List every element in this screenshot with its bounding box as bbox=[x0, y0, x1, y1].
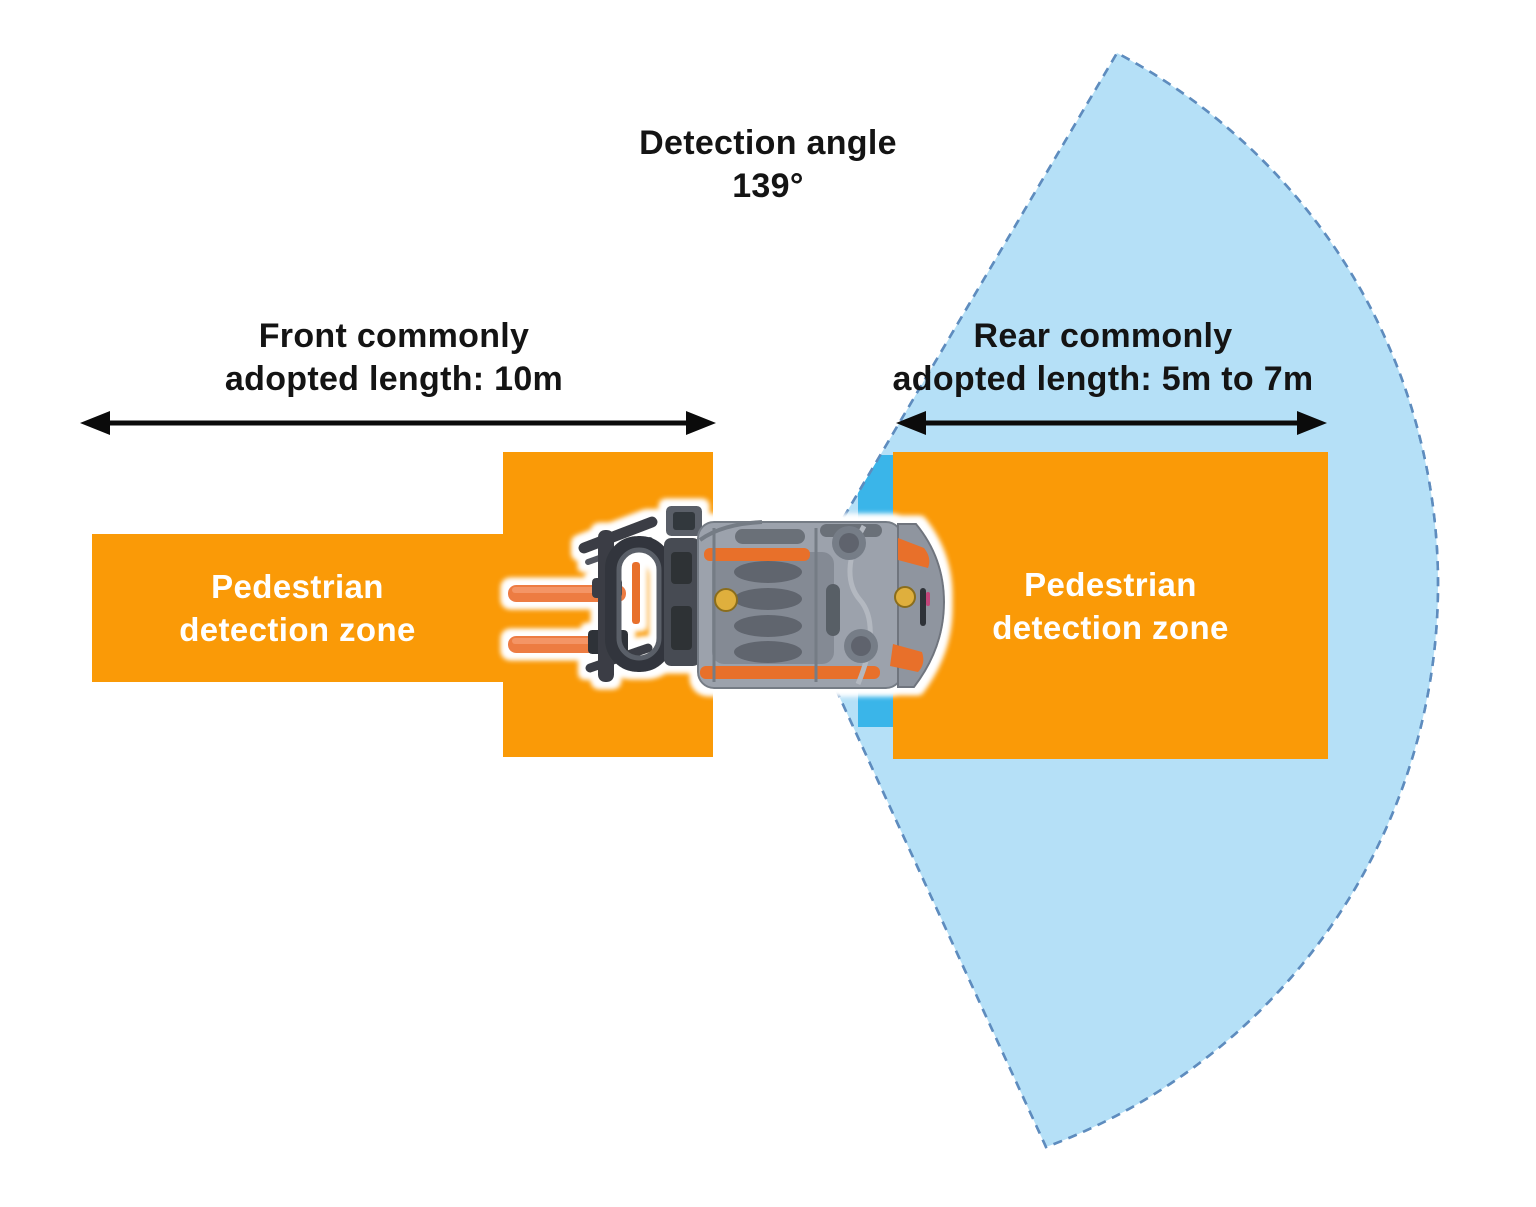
left-pedestrian-zone-rect bbox=[92, 534, 503, 682]
arrowhead-right-icon bbox=[1297, 411, 1327, 435]
detection-angle-label: Detection angle 139° bbox=[639, 122, 897, 208]
rear-length-line2: adopted length: 5m to 7m bbox=[892, 360, 1314, 398]
front-length-line2: adopted length: 10m bbox=[224, 360, 564, 398]
mast-assembly bbox=[578, 506, 702, 682]
arrowhead-left-icon bbox=[896, 411, 926, 435]
brand-emblem-front bbox=[714, 588, 738, 612]
right-zone-line1: Pedestrian bbox=[1024, 565, 1197, 603]
arrowhead-left-icon bbox=[80, 411, 110, 435]
rear-length-arrow bbox=[896, 411, 1327, 435]
front-length-arrow bbox=[80, 411, 716, 435]
right-zone-line2: detection zone bbox=[992, 608, 1229, 646]
arrowhead-right-icon bbox=[686, 411, 716, 435]
front-length-line1: Front commonly bbox=[258, 317, 530, 355]
detection-sector-outline bbox=[793, 51, 1440, 1149]
rear-pedestrian-zone-rect bbox=[893, 452, 1328, 759]
rear-counterweight bbox=[890, 523, 946, 688]
left-zone-label: Pedestrian detection zone bbox=[92, 534, 503, 682]
overhead-guard bbox=[697, 520, 903, 689]
front-length-label: Front commonly adopted length: 10m bbox=[225, 315, 563, 401]
rear-length-label: Rear commonly adopted length: 5m to 7m bbox=[893, 315, 1314, 401]
right-zone-label: Pedestrian detection zone bbox=[893, 452, 1328, 759]
detection-angle-line1: Detection angle bbox=[639, 124, 897, 162]
forklift-top-view bbox=[508, 506, 946, 689]
left-zone-line1: Pedestrian bbox=[211, 568, 384, 605]
brand-emblem-rear bbox=[894, 586, 916, 608]
left-zone-line2: detection zone bbox=[179, 611, 416, 648]
detection-angle-value: 139° bbox=[732, 167, 804, 205]
rear-length-line1: Rear commonly bbox=[973, 317, 1233, 355]
